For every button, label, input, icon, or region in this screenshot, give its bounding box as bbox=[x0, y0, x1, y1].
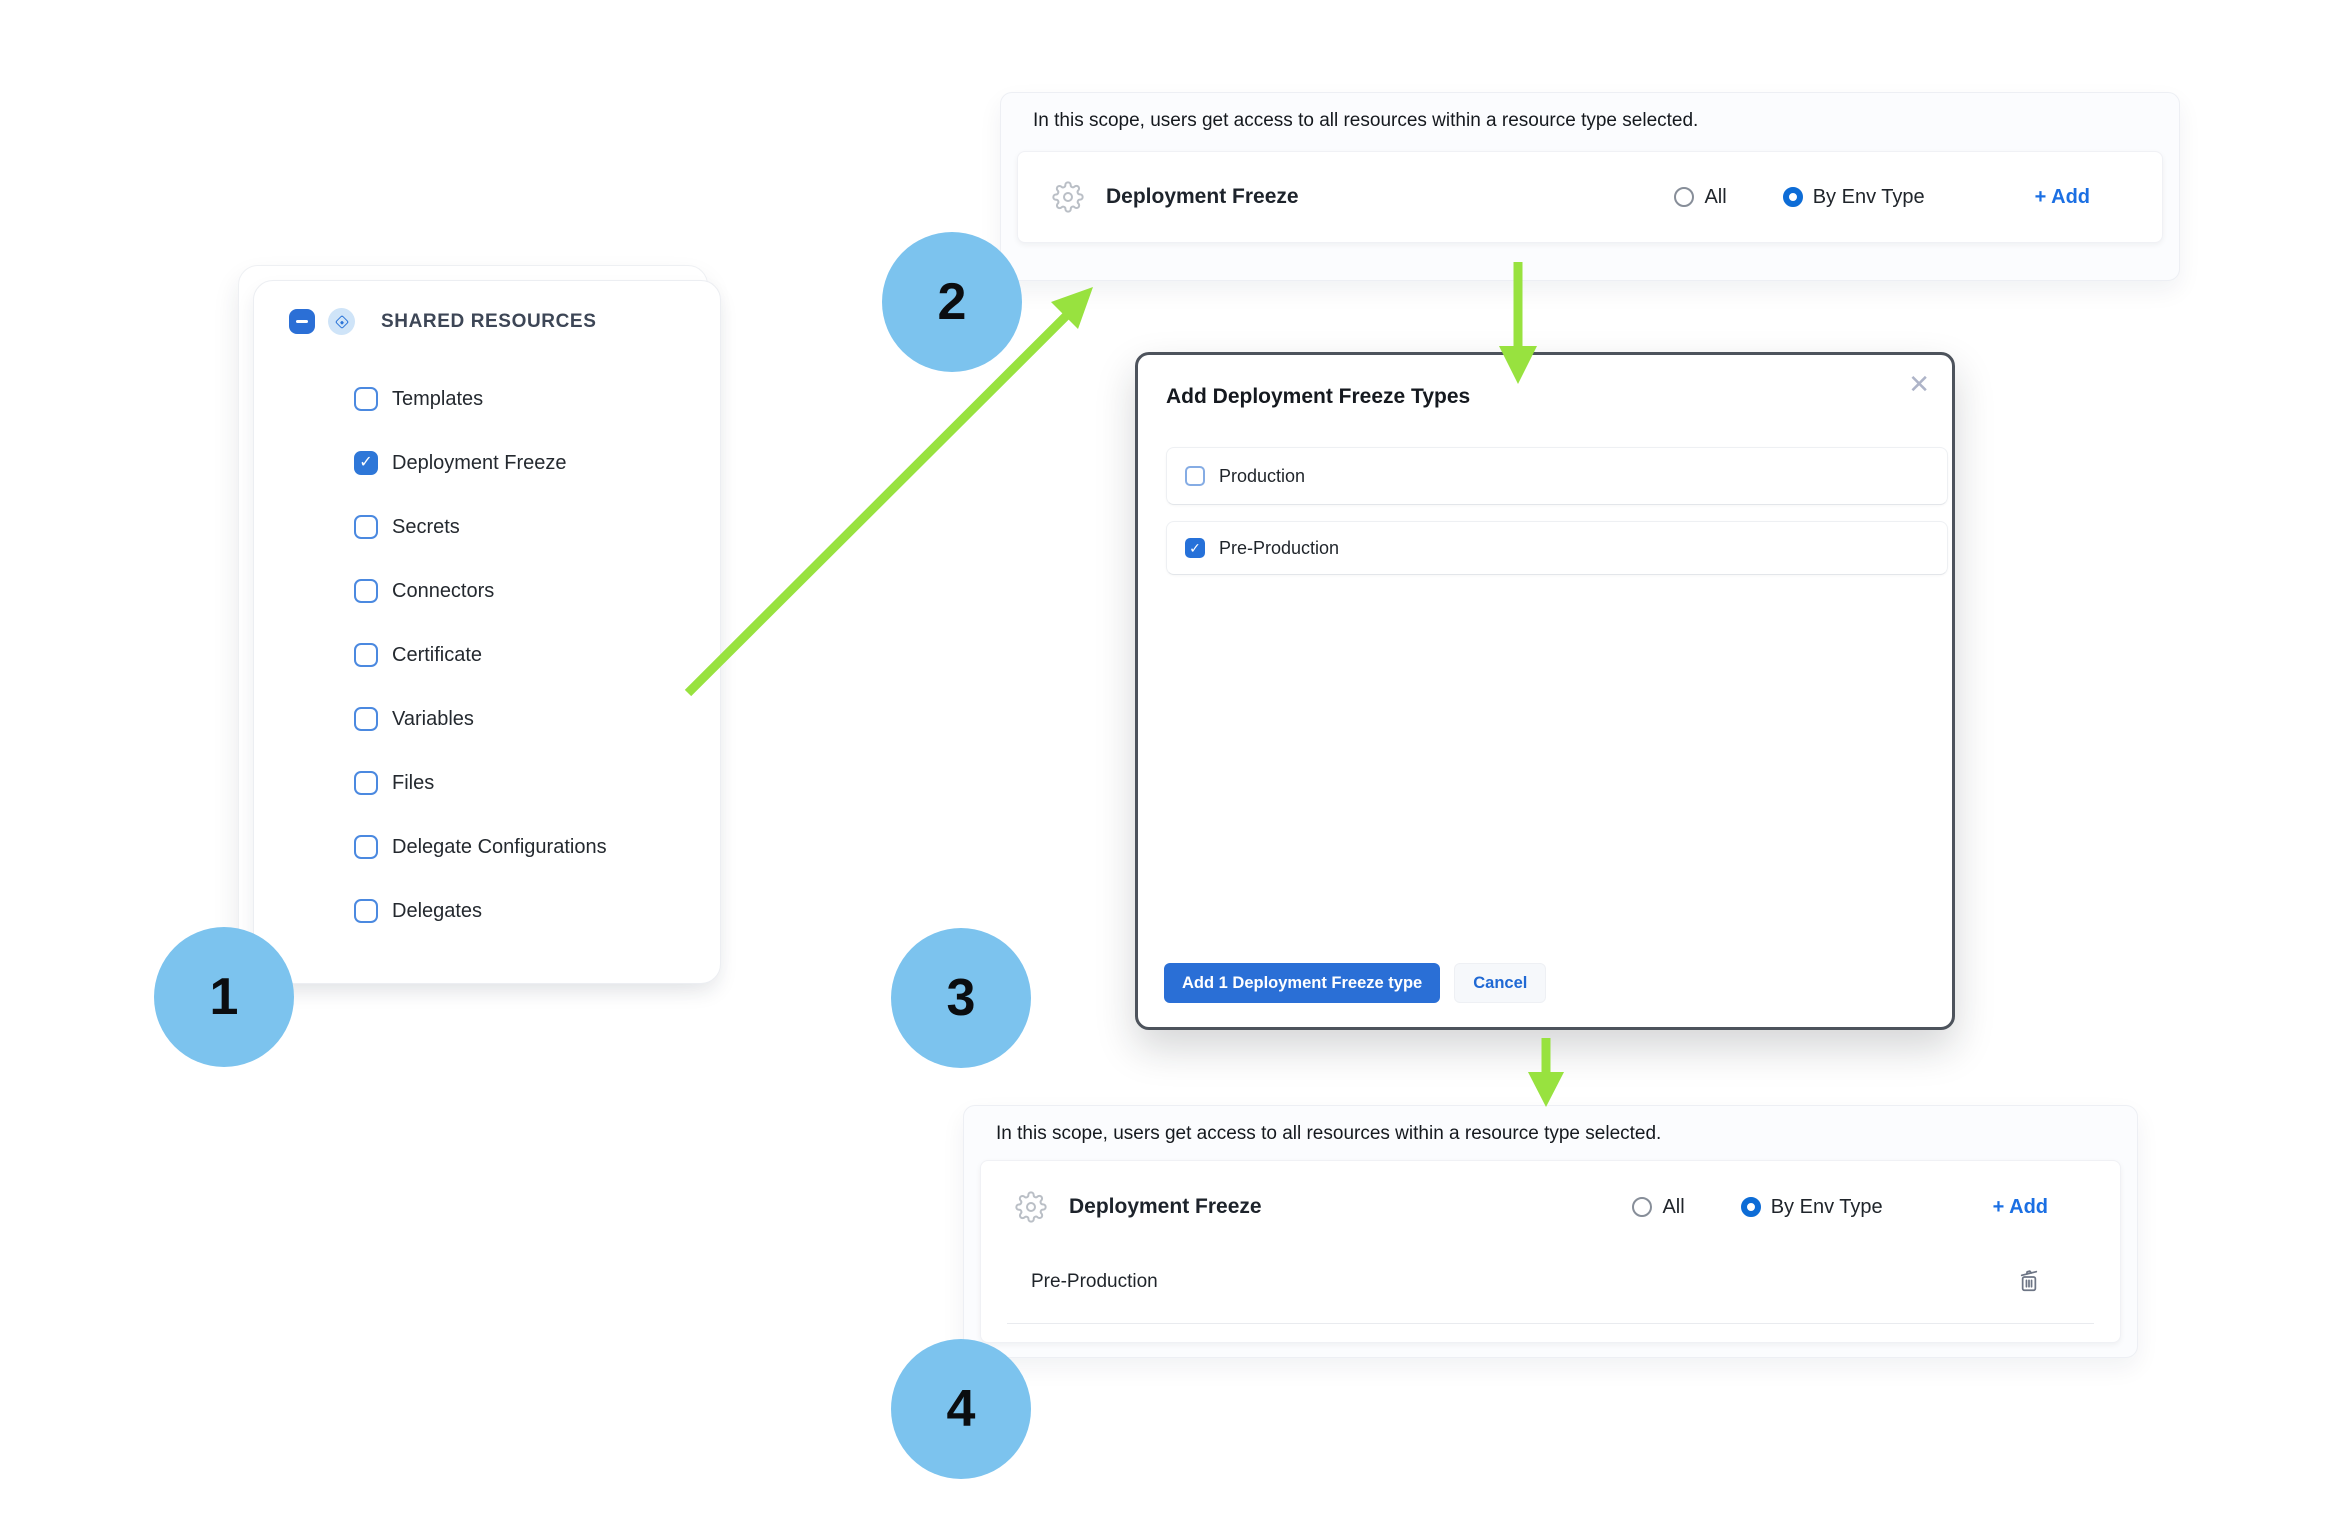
resource-checkbox-list: Templates Deployment Freeze Secrets Conn… bbox=[354, 367, 687, 943]
step-marker-2: 2 bbox=[882, 232, 1022, 372]
arrow-step1-to-step2 bbox=[684, 312, 1070, 697]
checkbox-label: Secrets bbox=[392, 515, 460, 538]
add-types-button[interactable]: Add 1 Deployment Freeze type bbox=[1164, 963, 1441, 1003]
checkbox[interactable] bbox=[354, 835, 378, 859]
resource-row-deployment-freeze[interactable]: Deployment Freeze bbox=[354, 431, 687, 495]
checkbox[interactable] bbox=[354, 579, 378, 603]
arrowhead bbox=[1528, 1072, 1564, 1107]
checkbox-label: Templates bbox=[392, 387, 484, 410]
minus-icon bbox=[296, 320, 308, 323]
resource-type-label: Deployment Freeze bbox=[1106, 185, 1299, 208]
checkbox-label: Files bbox=[392, 771, 435, 794]
close-icon[interactable]: ✕ bbox=[1908, 369, 1930, 399]
checkbox[interactable] bbox=[354, 771, 378, 795]
collapse-button[interactable] bbox=[289, 309, 315, 334]
radio-option-all[interactable]: All bbox=[1632, 1195, 1685, 1219]
resource-type-label: Deployment Freeze bbox=[1069, 1195, 1262, 1218]
radio-label: All bbox=[1662, 1195, 1685, 1218]
step-marker-1: 1 bbox=[154, 927, 294, 1067]
resource-row-secrets[interactable]: Secrets bbox=[354, 495, 687, 559]
resource-row-delegates[interactable]: Delegates bbox=[354, 879, 687, 943]
checkbox-label: Delegate Configurations bbox=[392, 835, 607, 858]
cancel-button[interactable]: Cancel bbox=[1454, 963, 1547, 1003]
group-title: SHARED RESOURCES bbox=[381, 310, 597, 332]
resource-type-card: Deployment Freeze All By Env Type + Add bbox=[1017, 151, 2163, 243]
resource-row-variables[interactable]: Variables bbox=[354, 687, 687, 751]
checkbox[interactable] bbox=[354, 387, 378, 411]
resource-row-connectors[interactable]: Connectors bbox=[354, 559, 687, 623]
diamond-icon bbox=[334, 314, 349, 329]
checkbox-label: Production bbox=[1219, 465, 1306, 486]
delete-button[interactable] bbox=[2014, 1266, 2044, 1298]
divider bbox=[1007, 1323, 2094, 1324]
deployment-freeze-row: Deployment Freeze All By Env Type + Add bbox=[981, 1161, 2120, 1253]
checkbox-label: Certificate bbox=[392, 643, 483, 666]
checkbox[interactable] bbox=[1185, 466, 1205, 486]
scope-radio-group: All By Env Type bbox=[1674, 185, 1925, 209]
resource-row-templates[interactable]: Templates bbox=[354, 367, 687, 431]
scope-panel-bottom: In this scope, users get access to all r… bbox=[963, 1105, 2138, 1358]
radio-option-all[interactable]: All bbox=[1674, 185, 1727, 209]
resource-row-files[interactable]: Files bbox=[354, 751, 687, 815]
trash-icon bbox=[2020, 1270, 2038, 1292]
add-deployment-freeze-modal: Add Deployment Freeze Types ✕ Production… bbox=[1135, 352, 1955, 1030]
shared-resources-card: SHARED RESOURCES Templates Deployment Fr… bbox=[238, 265, 721, 984]
checkbox-label: Variables bbox=[392, 707, 474, 730]
checkbox-label: Pre-Production bbox=[1219, 537, 1340, 558]
radio-label: All bbox=[1704, 185, 1727, 208]
step-marker-4: 4 bbox=[891, 1339, 1031, 1479]
scope-description: In this scope, users get access to all r… bbox=[996, 1123, 1662, 1144]
radio-option-by-env-type[interactable]: By Env Type bbox=[1740, 1195, 1883, 1219]
checkbox[interactable] bbox=[1185, 538, 1205, 558]
checkbox[interactable] bbox=[354, 643, 378, 667]
gear-icon bbox=[1052, 181, 1084, 213]
checkbox[interactable] bbox=[354, 899, 378, 923]
modal-title: Add Deployment Freeze Types bbox=[1166, 385, 1471, 408]
arrowhead bbox=[1051, 287, 1093, 329]
resource-row-delegate-configurations[interactable]: Delegate Configurations bbox=[354, 815, 687, 879]
resource-group-icon bbox=[328, 308, 355, 335]
resource-row-certificate[interactable]: Certificate bbox=[354, 623, 687, 687]
checkbox[interactable] bbox=[354, 707, 378, 731]
modal-row-production[interactable]: Production bbox=[1166, 447, 1948, 505]
scope-description: In this scope, users get access to all r… bbox=[1033, 110, 1699, 131]
checkbox[interactable] bbox=[354, 515, 378, 539]
checkbox-label: Connectors bbox=[392, 579, 495, 602]
checkbox[interactable] bbox=[354, 451, 378, 475]
radio-option-by-env-type[interactable]: By Env Type bbox=[1782, 185, 1925, 209]
radio-label: By Env Type bbox=[1770, 1195, 1883, 1218]
scope-panel-top: In this scope, users get access to all r… bbox=[1000, 92, 2180, 281]
radio-all[interactable] bbox=[1632, 1197, 1653, 1217]
deployment-freeze-row: Deployment Freeze All By Env Type + Add bbox=[1018, 152, 2162, 242]
radio-label: By Env Type bbox=[1812, 185, 1925, 208]
add-button[interactable]: + Add bbox=[2034, 185, 2090, 208]
step-marker-3: 3 bbox=[891, 928, 1031, 1068]
selected-type-label: Pre-Production bbox=[1031, 1271, 1158, 1292]
shared-resources-header: SHARED RESOURCES bbox=[289, 308, 596, 335]
radio-all[interactable] bbox=[1674, 187, 1695, 207]
radio-by-env-type[interactable] bbox=[1782, 187, 1803, 207]
gear-icon bbox=[1015, 1191, 1047, 1223]
scope-radio-group: All By Env Type bbox=[1632, 1195, 1883, 1219]
resource-type-card: Deployment Freeze All By Env Type + Add … bbox=[980, 1160, 2121, 1343]
checkbox-label: Delegates bbox=[392, 899, 483, 922]
add-button[interactable]: + Add bbox=[1992, 1195, 2048, 1218]
modal-row-pre-production[interactable]: Pre-Production bbox=[1166, 521, 1948, 575]
selected-type-row: Pre-Production bbox=[981, 1253, 2120, 1311]
modal-footer: Add 1 Deployment Freeze type Cancel bbox=[1164, 963, 1547, 1003]
radio-by-env-type[interactable] bbox=[1740, 1197, 1761, 1217]
checkbox-label: Deployment Freeze bbox=[392, 451, 567, 474]
